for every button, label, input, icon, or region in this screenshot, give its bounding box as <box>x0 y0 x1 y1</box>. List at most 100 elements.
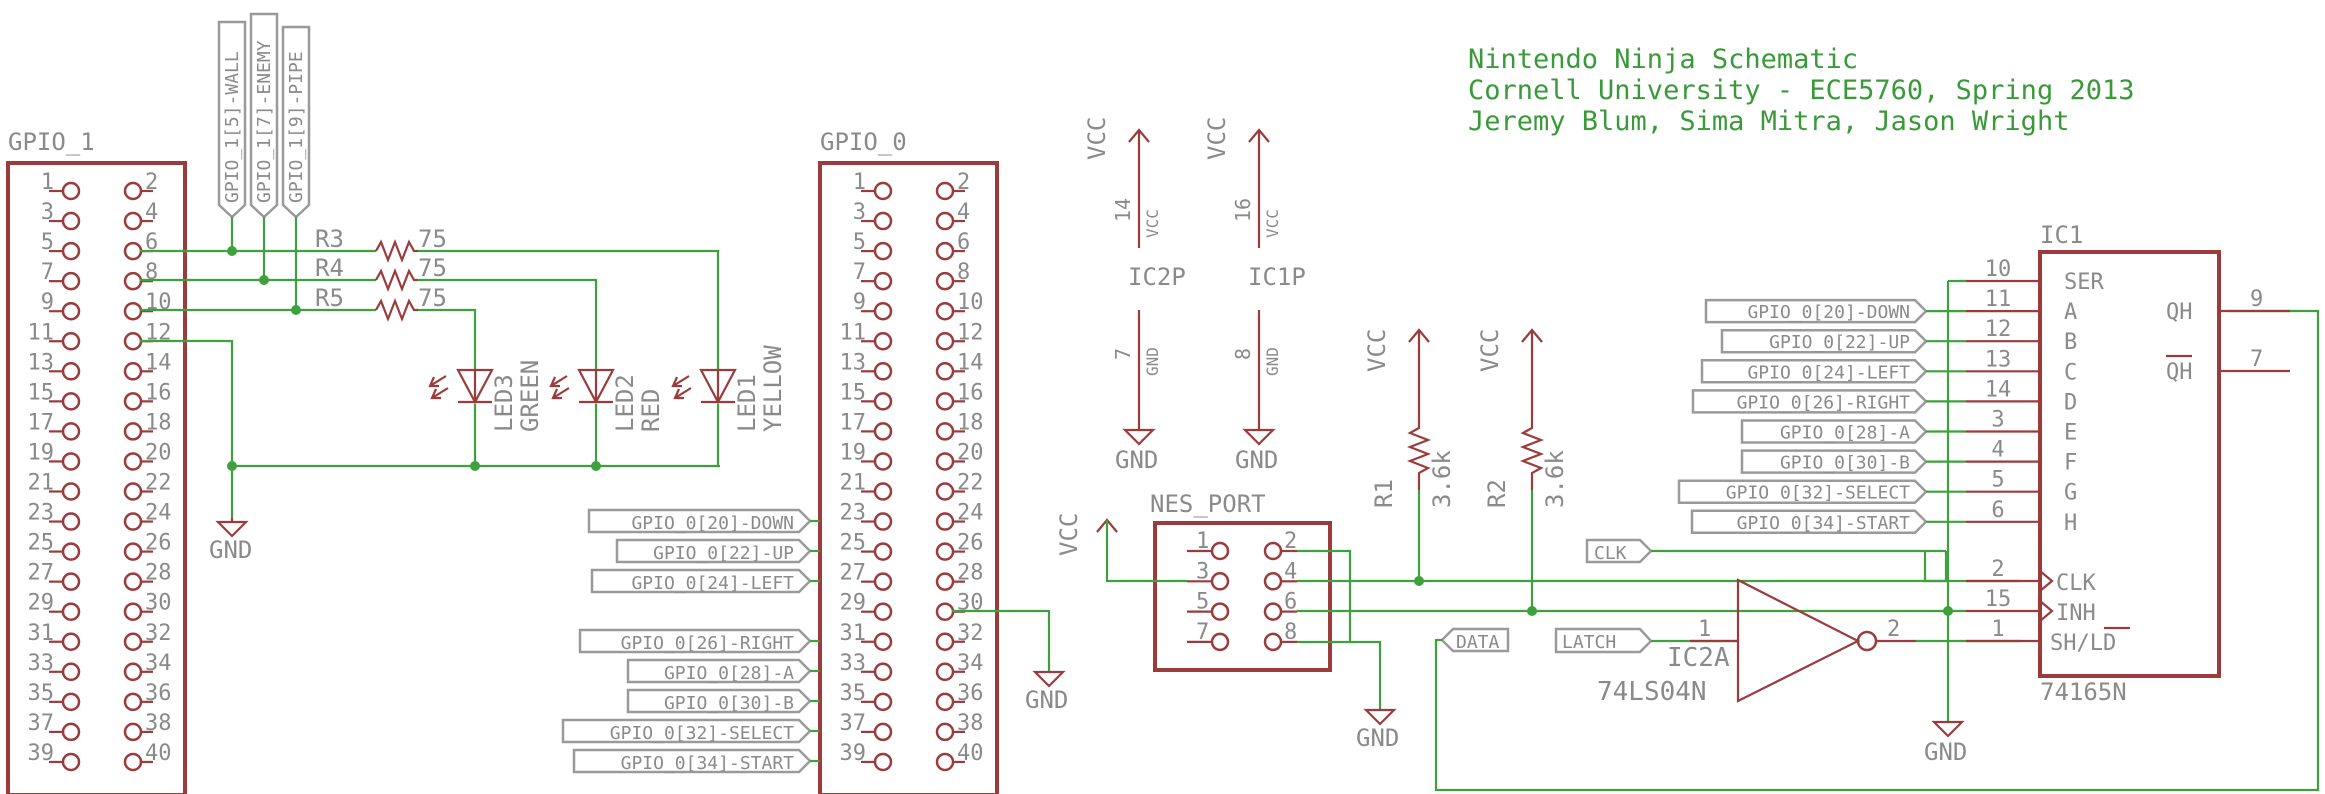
flag-latch: LATCH <box>1554 627 1653 654</box>
nes-pin-right <box>1263 572 1283 591</box>
ic1-net-label-text: GPIO_0[30]-B <box>1780 453 1910 474</box>
nes-pin-number-right: 4 <box>1284 559 1297 584</box>
gpio0-pin-number-right: 38 <box>957 711 984 736</box>
gpio0-pin-number-left: 23 <box>840 501 867 526</box>
gpio1-pin-right <box>123 301 143 321</box>
gpio0-label-down-text: GPIO_0[20]-DOWN <box>631 513 794 534</box>
nes-pin-number-right: 2 <box>1284 529 1297 554</box>
gnd-gpio1: GND <box>209 518 252 564</box>
gpio0-pin-left <box>873 362 893 381</box>
gpio0-pin-left <box>873 722 893 742</box>
gpio0-pin-number-right: 20 <box>957 440 984 465</box>
gpio1-pin-right <box>123 482 143 501</box>
gpio0-pin-number-right: 16 <box>957 380 984 405</box>
gpio1-pin-number-right: 22 <box>145 471 172 496</box>
ic1-pin-qh-inv: QH 7 <box>2166 347 2290 385</box>
gpio0-pin-number-right: 12 <box>957 320 984 345</box>
r3-value: 75 <box>418 225 447 253</box>
gpio1-pin-number-right: 4 <box>145 200 158 225</box>
ic1-body <box>2038 250 2221 678</box>
gpio0-pin-left <box>873 662 893 682</box>
gpio0-pin-right <box>935 722 955 742</box>
nes-port-name: NES_PORT <box>1150 490 1266 518</box>
gpio1-name: GPIO_1 <box>8 128 95 156</box>
gpio1-pin-right <box>123 512 143 531</box>
gpio1-pin-right <box>123 392 143 411</box>
ic1p-vcc-label: VCC <box>1203 117 1231 160</box>
ic1-net-label-text: GPIO_0[34]-START <box>1737 513 1911 534</box>
gpio0-pin-right <box>935 422 955 441</box>
r2-name: R2 <box>1483 479 1511 508</box>
gpio1-pin-number-left: 9 <box>41 290 54 315</box>
gpio0-pin-left <box>873 572 893 591</box>
led1-color: YELLOW <box>759 345 787 432</box>
resistor-r5: R5 75 <box>315 284 447 323</box>
gpio1-pin-number-right: 26 <box>145 531 172 556</box>
gpio0-body <box>818 161 999 794</box>
ic1p-gnd-pinname: GND <box>1263 347 1282 376</box>
ic1-pin-qh-name: QH <box>2166 300 2193 325</box>
gpio1-pin-number-right: 14 <box>145 350 172 375</box>
gpio0-label-start: GPIO_0[34]-START <box>572 748 812 774</box>
nes-pin-left <box>1210 541 1230 561</box>
gpio0-pin-left <box>873 452 893 471</box>
resistor-r3: R3 75 <box>315 225 447 264</box>
gpio0-pin-right <box>935 211 955 231</box>
gpio0-pin-number-left: 11 <box>840 320 867 345</box>
ic2a-name: IC2A <box>1667 643 1730 673</box>
gpio0-pin-left <box>873 301 893 321</box>
r5-name: R5 <box>315 284 344 312</box>
flag-latch-text: LATCH <box>1562 632 1616 653</box>
gpio0-pin-number-left: 15 <box>840 380 867 405</box>
gpio1-pin-number-left: 19 <box>28 440 55 465</box>
resistor-r2: VCC R2 3.6k <box>1476 328 1569 508</box>
ic1-pin-inh-num: 15 <box>1985 587 2012 612</box>
gpio1-pin-number-right: 16 <box>145 380 172 405</box>
led1: LED1 YELLOW <box>671 345 787 432</box>
ic1-net-label-text: GPIO_0[26]-RIGHT <box>1737 392 1911 413</box>
gpio1-pin-number-left: 25 <box>28 531 55 556</box>
gpio1-pin-left <box>61 332 81 351</box>
gpio0-label-right-text: GPIO_0[26]-RIGHT <box>621 633 795 654</box>
gpio1-pin-number-left: 13 <box>28 350 55 375</box>
ic1-pin-number: 4 <box>1991 438 2004 463</box>
gnd-gpio1-label: GND <box>209 536 252 564</box>
gpio1-pin-number-left: 1 <box>41 170 54 195</box>
gpio1-pin-right <box>123 722 143 742</box>
gpio1-pin-number-left: 11 <box>28 320 55 345</box>
title-line-2: Cornell University - ECE5760, Spring 201… <box>1468 75 2134 106</box>
r2-vcc-label: VCC <box>1476 329 1504 372</box>
ic1-net-label <box>1740 449 1928 474</box>
ic1p-vcc-pin: 16 <box>1231 198 1255 222</box>
r2-value: 3.6k <box>1541 450 1569 508</box>
gpio0-pin-right <box>935 632 955 651</box>
resistor-r1: VCC R1 3.6k <box>1363 328 1456 508</box>
r3-name: R3 <box>315 225 344 253</box>
ic1-net-label <box>1700 359 1928 384</box>
ic1-pin-name: A <box>2064 300 2077 325</box>
ic1-pin-shld-name: SH/LD <box>2050 631 2116 656</box>
gpio1-pin-right <box>123 271 143 291</box>
gpio1-pin-number-left: 35 <box>28 681 55 706</box>
gpio0-label-b: GPIO_0[30]-B <box>626 688 812 714</box>
ic1p-gnd-label: GND <box>1235 446 1278 474</box>
gpio0-pin-number-left: 35 <box>840 681 867 706</box>
gpio1-pin-left <box>61 632 81 651</box>
gpio0-pin-left <box>873 392 893 411</box>
ic1p-name: IC1P <box>1248 263 1306 291</box>
nes-pin-number-right: 6 <box>1284 590 1297 615</box>
gpio0-pin-left <box>873 211 893 231</box>
ic1-pin-qh: QH 9 <box>2166 287 2290 325</box>
gpio0-pin-right <box>935 662 955 682</box>
ic1-pin-name: D <box>2064 390 2077 415</box>
ic2a-out-pin: 2 <box>1887 617 1900 642</box>
gpio1-pin-left <box>61 241 81 261</box>
ic1-pin-shld-num: 1 <box>1991 617 2004 642</box>
gpio1-pin-left <box>61 662 81 682</box>
gpio1-pin-right <box>123 572 143 591</box>
gpio0-pin-number-right: 40 <box>957 741 984 766</box>
led1-name: LED1 <box>733 374 761 432</box>
ic1-pin-number: 14 <box>1985 377 2012 402</box>
